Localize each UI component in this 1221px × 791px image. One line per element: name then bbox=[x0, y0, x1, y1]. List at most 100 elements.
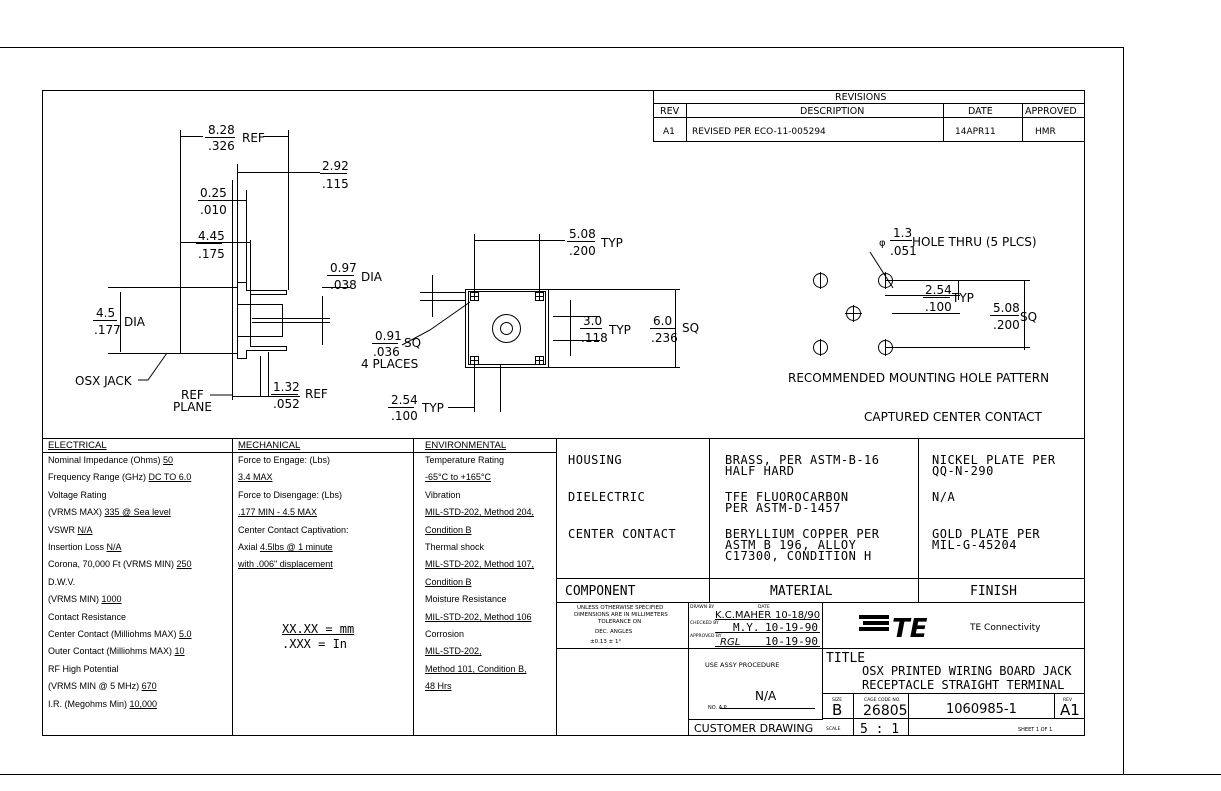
dim-front-typ-mm: 5.08 bbox=[569, 227, 596, 241]
mechanical-spec-value: 4.5lbs @ 1 minute bbox=[260, 542, 333, 553]
mechanical-spec-label: Center Contact Captivation: bbox=[238, 524, 349, 535]
te-logo-text: TE bbox=[892, 614, 928, 644]
mechanical-spec-line: 3.4 MAX bbox=[238, 469, 349, 486]
electrical-spec-label: Voltage Rating bbox=[48, 489, 107, 500]
dim-body-in: .175 bbox=[198, 247, 225, 261]
dim-jack-dia-mm: 4.5 bbox=[96, 306, 115, 320]
dim-jack-dia-label: DIA bbox=[124, 315, 146, 329]
material-center-contact: BERYLLIUM COPPER PER ASTM B 196, ALLOY C… bbox=[725, 527, 880, 563]
dim-inner-mm: 3.0 bbox=[583, 314, 602, 328]
electrical-spec-value: 1000 bbox=[101, 594, 122, 605]
dim-pad-label: SQ bbox=[404, 336, 421, 350]
environmental-specs: ENVIRONMENTAL Temperature Rating-65°C to… bbox=[425, 440, 534, 696]
mechanical-spec-label: Force to Engage: (Lbs) bbox=[238, 455, 331, 465]
dim-side-length-in: .326 bbox=[208, 139, 235, 153]
te-logo-bars bbox=[859, 615, 889, 631]
environmental-spec-line: Method 101, Condition B, bbox=[425, 661, 534, 678]
company-name: TE Connectivity bbox=[969, 623, 1041, 633]
electrical-spec-line: VSWR N/A bbox=[48, 522, 192, 539]
dim-inner-label: TYP bbox=[608, 323, 631, 337]
environmental-spec-line: 48 Hrs bbox=[425, 678, 534, 695]
checked-date: 10-19-90 bbox=[765, 621, 818, 634]
mechanical-spec-value: with .006" displacement bbox=[238, 559, 333, 570]
rev-header-approved: APPROVED bbox=[1025, 106, 1077, 117]
mechanical-spec-value: 3.4 MAX bbox=[238, 472, 273, 483]
dim-front-typ-label: TYP bbox=[600, 236, 623, 250]
dim-hole-mm: 1.3 bbox=[893, 226, 912, 240]
drawing-number: 1060985-1 bbox=[946, 702, 1017, 717]
rev-label: REV bbox=[1063, 697, 1073, 703]
electrical-spec-line: Insertion Loss N/A bbox=[48, 539, 192, 556]
environmental-spec-line: Temperature Rating bbox=[425, 452, 534, 469]
use-assy-procedure: USE ASSY PROCEDURE bbox=[705, 661, 779, 669]
cage-code: 26805 bbox=[863, 703, 908, 719]
checked-by-label: CHECKED BY bbox=[690, 620, 719, 626]
environmental-spec-value: Method 101, Condition B, bbox=[425, 663, 527, 674]
sheet-number: SHEET 1 OF 1 bbox=[1018, 727, 1052, 733]
dim-body-mm: 4.45 bbox=[198, 229, 225, 243]
electrical-spec-label: Contact Resistance bbox=[48, 611, 127, 622]
captured-contact-note: CAPTURED CENTER CONTACT bbox=[864, 410, 1042, 424]
dim-front-typ-in: .200 bbox=[569, 244, 596, 258]
header-component: COMPONENT bbox=[565, 584, 636, 599]
revision-table bbox=[653, 90, 1085, 142]
dim-tail-in: .052 bbox=[273, 397, 300, 411]
rev-header-description: DESCRIPTION bbox=[800, 106, 864, 117]
approved-by-label: APPROVED BY bbox=[690, 633, 722, 639]
dim-hole-sq-in: .200 bbox=[993, 318, 1020, 332]
drawn-by: K.C.MAHER bbox=[715, 610, 771, 621]
electrical-spec-line: D.W.V. bbox=[48, 574, 192, 591]
dim-pad-places: 4 PLACES bbox=[361, 357, 418, 371]
electrical-spec-label: VSWR bbox=[48, 524, 78, 535]
dim-step-in: .010 bbox=[200, 203, 227, 217]
electrical-spec-line: (VRMS MIN @ 5 MHz) 670 bbox=[48, 678, 192, 695]
electrical-spec-label: Center Contact (Milliohms MAX) bbox=[48, 629, 180, 640]
finish-dielectric: N/A bbox=[932, 490, 956, 504]
electrical-spec-label: (VRMS MIN @ 5 MHz) bbox=[48, 681, 142, 692]
electrical-spec-line: Outer Contact (Milliohms MAX) 10 bbox=[48, 643, 192, 660]
environmental-spec-label: Thermal shock bbox=[425, 542, 485, 553]
dim-flange-mm: 2.92 bbox=[322, 159, 349, 173]
electrical-spec-line: Nominal Impedance (Ohms) 50 bbox=[48, 452, 192, 469]
dim-pin-dia-mm: 0.97 bbox=[330, 261, 357, 275]
dim-tail-ref: REF bbox=[305, 387, 328, 401]
no-ap-label: NO. A.P. bbox=[708, 705, 728, 711]
dim-outer-label: SQ bbox=[682, 321, 699, 335]
electrical-spec-line: Voltage Rating bbox=[48, 487, 192, 504]
environmental-spec-line: MIL-STD-202, Method 106 bbox=[425, 609, 534, 626]
electrical-spec-label: Nominal Impedance (Ohms) bbox=[48, 455, 164, 465]
mechanical-spec-line: .177 MIN - 4.5 MAX bbox=[238, 504, 349, 521]
scale-label: SCALE bbox=[826, 726, 841, 732]
dim-outer-in: .236 bbox=[651, 331, 678, 345]
dim-hole-pitch-in: .100 bbox=[925, 300, 952, 314]
electrical-spec-line: I.R. (Megohms Min) 10,000 bbox=[48, 696, 192, 713]
dim-hole-label: HOLE THRU (5 PLCS) bbox=[912, 235, 1037, 249]
electrical-spec-value: 5.0 bbox=[179, 629, 192, 640]
component-center-contact: CENTER CONTACT bbox=[568, 527, 677, 541]
dim-inner-in: .118 bbox=[581, 331, 608, 345]
sheet-border bbox=[42, 90, 1085, 736]
electrical-spec-value: 335 @ Sea level bbox=[104, 507, 171, 518]
rev-header-date: DATE bbox=[968, 106, 993, 117]
tolerance-note-4: DEC. ANGLES bbox=[595, 629, 633, 635]
electrical-spec-value: 10 bbox=[174, 646, 185, 657]
rev-row-approved: HMR bbox=[1035, 127, 1056, 137]
electrical-spec-label: Frequency Range (GHz) bbox=[48, 472, 149, 483]
title-line-1: OSX PRINTED WIRING BOARD JACK bbox=[862, 664, 1072, 678]
checked-by: M.Y. bbox=[733, 621, 760, 634]
page-bottom-line bbox=[0, 774, 1221, 775]
electrical-spec-line: (VRMS MAX) 335 @ Sea level bbox=[48, 504, 192, 521]
electrical-spec-line: Frequency Range (GHz) DC TO 6.0 bbox=[48, 469, 192, 486]
units-mm: XX.XX = mm bbox=[282, 622, 355, 636]
electrical-spec-label: (VRMS MIN) bbox=[48, 594, 102, 605]
dim-tail-mm: 1.32 bbox=[273, 380, 300, 394]
dim-side-length-ref: REF bbox=[242, 131, 265, 145]
electrical-spec-value: 50 bbox=[163, 455, 174, 465]
mechanical-spec-line: Center Contact Captivation: bbox=[238, 522, 349, 539]
size-label: SIZE bbox=[832, 697, 842, 703]
approved-date: 10-19-90 bbox=[765, 635, 818, 648]
environmental-spec-label: Vibration bbox=[425, 489, 461, 500]
